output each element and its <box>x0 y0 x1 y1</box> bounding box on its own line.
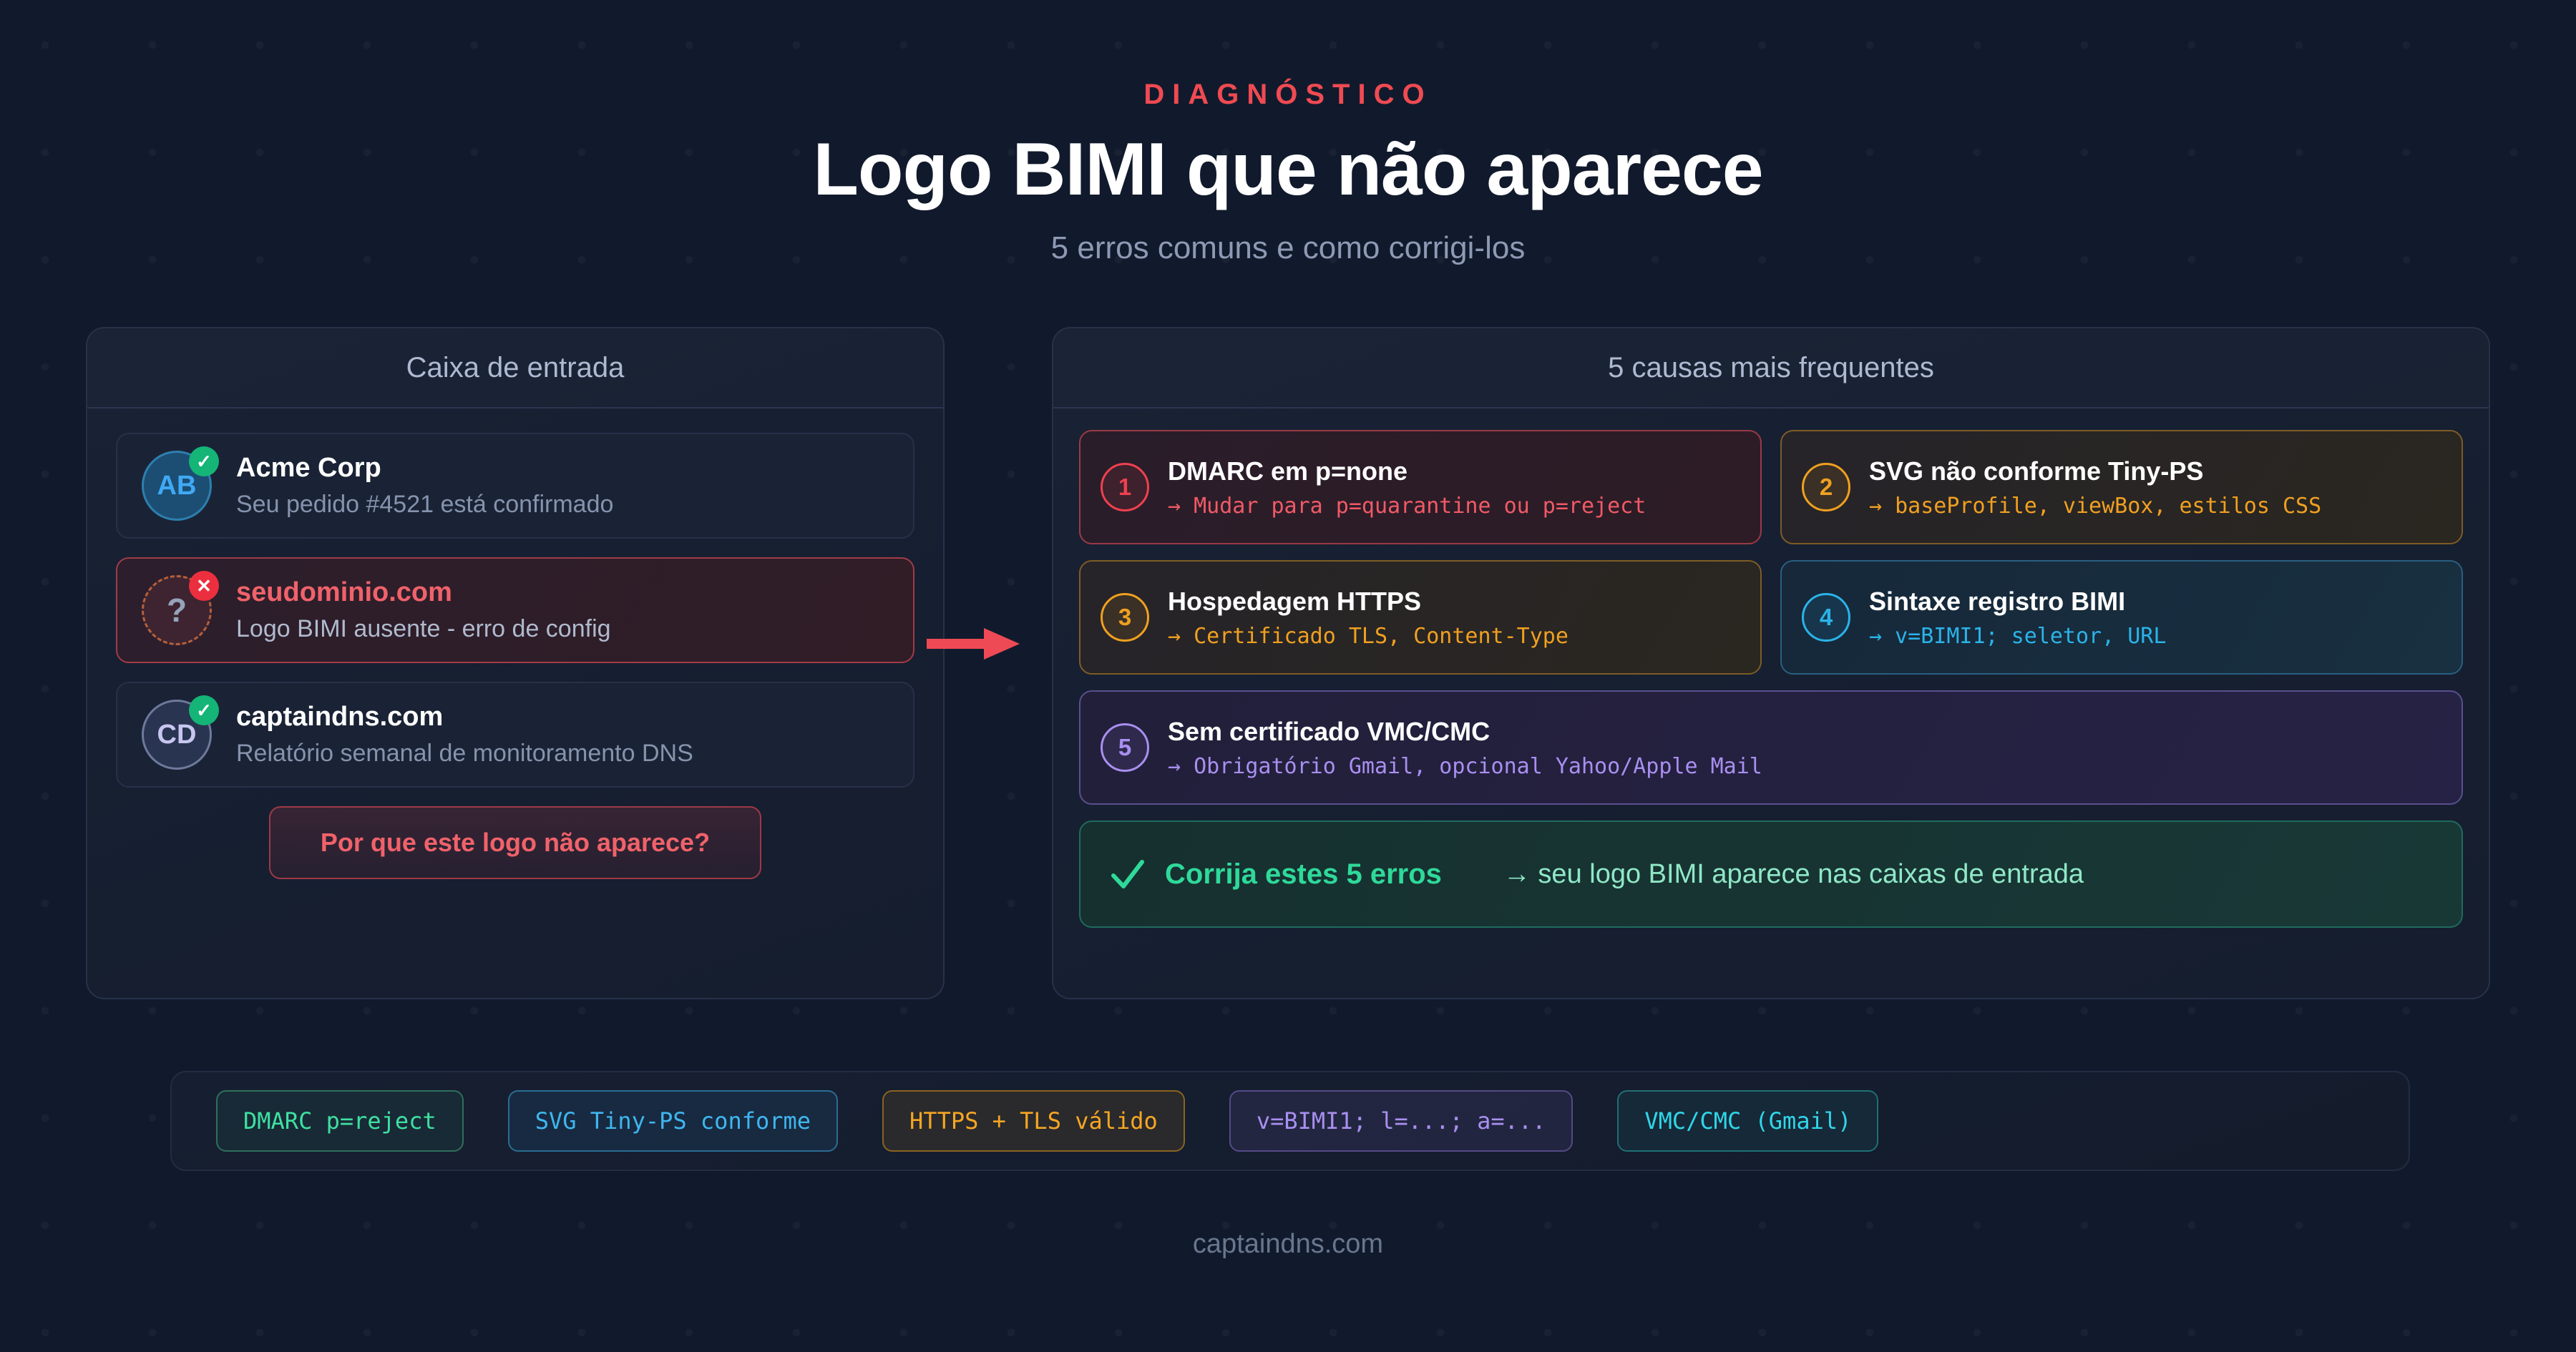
cause-body: Sintaxe registro BIMI → v=BIMI1; seletor… <box>1869 587 2166 649</box>
causes-panel: 5 causas mais frequentes 1 DMARC em p=no… <box>1052 327 2490 999</box>
header: DIAGNÓSTICO Logo BIMI que não aparece 5 … <box>0 0 2576 266</box>
cause-number-badge: 2 <box>1802 463 1850 511</box>
mail-sender: captaindns.com <box>236 702 444 732</box>
page-title: Logo BIMI que não aparece <box>813 128 1763 211</box>
chip-dmarc[interactable]: DMARC p=reject <box>216 1090 464 1152</box>
avatar: ? ✕ <box>142 571 219 645</box>
chip-https[interactable]: HTTPS + TLS válido <box>882 1090 1185 1152</box>
cause-title: Hospedagem HTTPS <box>1168 586 1422 616</box>
result-banner: Corrija estes 5 erros → seu logo BIMI ap… <box>1079 820 2463 928</box>
cause-body: Sem certificado VMC/CMC → Obrigatório Gm… <box>1168 717 1762 779</box>
cause-number-badge: 5 <box>1101 723 1149 772</box>
cause-card-1[interactable]: 1 DMARC em p=none → Mudar para p=quarant… <box>1079 430 1762 544</box>
cause-body: DMARC em p=none → Mudar para p=quarantin… <box>1168 456 1646 519</box>
result-lead-text: Corrija estes 5 erros <box>1165 858 1442 890</box>
cause-number-badge: 1 <box>1101 463 1149 511</box>
verified-check-icon: ✓ <box>189 695 219 725</box>
footer: captaindns.com <box>0 1229 2576 1260</box>
avatar-initials: CD <box>142 700 212 770</box>
cause-card-5[interactable]: 5 Sem certificado VMC/CMC → Obrigatório … <box>1079 690 2463 805</box>
inbox-mail-list: AB ✓ Acme Corp Seu pedido #4521 está con… <box>87 408 943 879</box>
avatar-question-icon: ? <box>142 575 212 645</box>
cause-title: Sem certificado VMC/CMC <box>1168 716 1491 746</box>
checklist-chip-bar: DMARC p=reject SVG Tiny-PS conforme HTTP… <box>170 1071 2410 1171</box>
inbox-panel: Caixa de entrada AB ✓ Acme Corp Seu pedi… <box>86 327 945 999</box>
cause-number-badge: 4 <box>1802 593 1850 642</box>
mail-sender: Acme Corp <box>236 453 381 483</box>
inbox-panel-header: Caixa de entrada <box>87 328 943 408</box>
chip-vmc[interactable]: VMC/CMC (Gmail) <box>1617 1090 1879 1152</box>
mail-subject: Seu pedido #4521 está confirmado <box>236 491 614 518</box>
chip-record[interactable]: v=BIMI1; l=...; a=... <box>1229 1090 1574 1152</box>
causes-grid: 1 DMARC em p=none → Mudar para p=quarant… <box>1053 408 2489 805</box>
cause-fix: → baseProfile, viewBox, estilos CSS <box>1869 493 2322 519</box>
cause-body: Hospedagem HTTPS → Certificado TLS, Cont… <box>1168 587 1568 649</box>
error-x-icon: ✕ <box>189 571 219 601</box>
inbox-panel-title: Caixa de entrada <box>406 351 625 383</box>
cause-card-3[interactable]: 3 Hospedagem HTTPS → Certificado TLS, Co… <box>1079 560 1762 675</box>
page-subtitle: 5 erros comuns e como corrigi-los <box>1050 230 1526 266</box>
causes-panel-header: 5 causas mais frequentes <box>1053 328 2489 408</box>
avatar: AB ✓ <box>142 446 219 521</box>
cause-fix: → Certificado TLS, Content-Type <box>1168 623 1568 649</box>
cause-title: SVG não conforme Tiny-PS <box>1869 456 2204 486</box>
cause-fix: → v=BIMI1; seletor, URL <box>1869 623 2167 649</box>
cause-body: SVG não conforme Tiny-PS → baseProfile, … <box>1869 456 2321 519</box>
cause-title: Sintaxe registro BIMI <box>1869 586 2126 616</box>
list-item[interactable]: AB ✓ Acme Corp Seu pedido #4521 está con… <box>116 433 914 539</box>
cause-number-badge: 3 <box>1101 593 1149 642</box>
mail-text: captaindns.com Relatório semanal de moni… <box>236 702 693 768</box>
mail-subject: Relatório semanal de monitoramento DNS <box>236 740 693 767</box>
why-logo-missing-button[interactable]: Por que este logo não aparece? <box>268 806 762 879</box>
flow-arrow-icon <box>927 627 1020 661</box>
check-icon <box>1109 856 1146 893</box>
verified-check-icon: ✓ <box>189 446 219 476</box>
cta-wrapper: Por que este logo não aparece? <box>116 806 914 879</box>
cause-title: DMARC em p=none <box>1168 456 1408 486</box>
cause-card-4[interactable]: 4 Sintaxe registro BIMI → v=BIMI1; selet… <box>1780 560 2463 675</box>
mail-text: Acme Corp Seu pedido #4521 está confirma… <box>236 453 613 519</box>
mail-text: seudominio.com Logo BIMI ausente - erro … <box>236 577 611 643</box>
result-tail-text: → seu logo BIMI aparece nas caixas de en… <box>1503 858 2084 889</box>
avatar: CD ✓ <box>142 695 219 770</box>
footer-brand: captaindns.com <box>1192 1229 1384 1259</box>
causes-panel-title: 5 causas mais frequentes <box>1608 351 1934 383</box>
eyebrow-label: DIAGNÓSTICO <box>1143 79 1433 110</box>
mail-subject: Logo BIMI ausente - erro de config <box>236 615 611 642</box>
list-item[interactable]: ? ✕ seudominio.com Logo BIMI ausente - e… <box>116 557 914 663</box>
cause-fix: → Mudar para p=quarantine ou p=reject <box>1168 493 1646 519</box>
list-item[interactable]: CD ✓ captaindns.com Relatório semanal de… <box>116 682 914 788</box>
cause-fix: → Obrigatório Gmail, opcional Yahoo/Appl… <box>1168 753 1762 779</box>
mail-sender: seudominio.com <box>236 577 452 607</box>
chip-svg[interactable]: SVG Tiny-PS conforme <box>507 1090 839 1152</box>
cause-card-2[interactable]: 2 SVG não conforme Tiny-PS → baseProfile… <box>1780 430 2463 544</box>
